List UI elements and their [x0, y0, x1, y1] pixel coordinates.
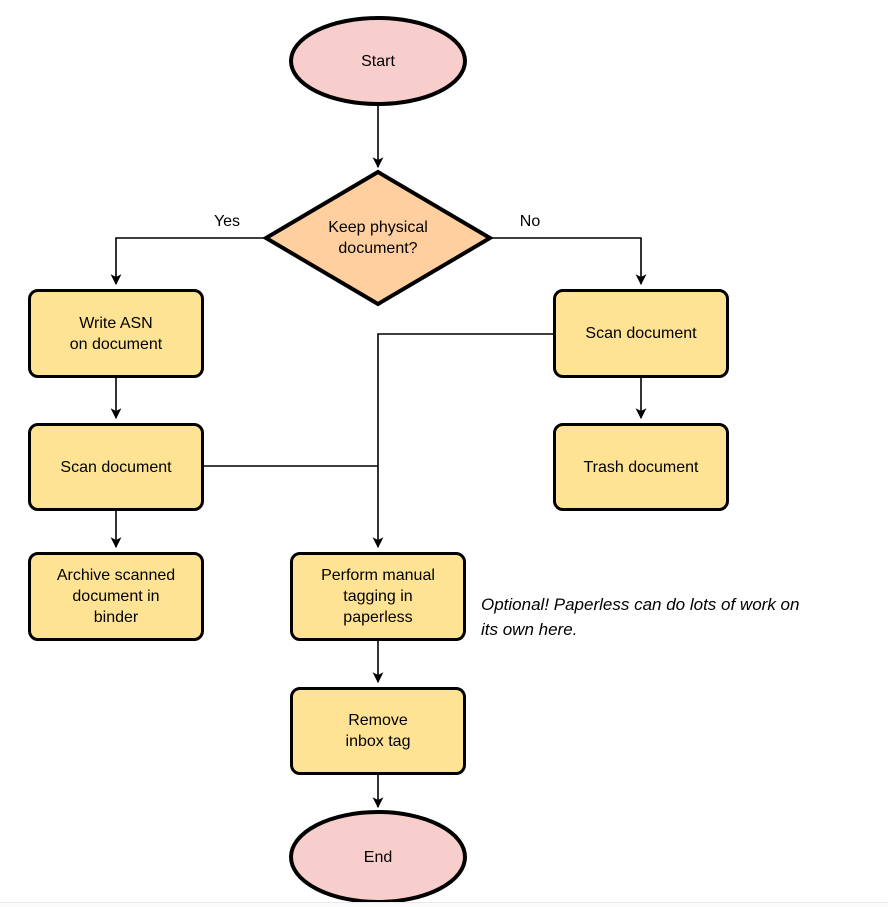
- decision-diamond-shape: [262, 169, 494, 307]
- node-scan-document-left: Scan document: [28, 423, 204, 511]
- edge-scan-right-to-perform-tagging: [372, 333, 553, 549]
- optional-annotation: Optional! Paperless can do lots of work …: [481, 595, 800, 639]
- edge-decision-yes-to-write-asn: [110, 237, 266, 286]
- node-label: Perform manual tagging in paperless: [321, 567, 435, 626]
- end-terminal-shape: [289, 810, 467, 904]
- start-terminal-shape: [289, 16, 467, 106]
- window-bottom-edge: [0, 902, 888, 907]
- node-perform-tagging: Perform manual tagging in paperless: [290, 552, 466, 641]
- no-branch-label: No: [519, 213, 541, 230]
- node-label: Scan document: [60, 458, 172, 476]
- node-label: Archive scanned document in binder: [56, 567, 176, 626]
- node-write-asn: Write ASN on document: [28, 289, 204, 378]
- node-label: Scan document: [585, 325, 697, 342]
- node-archive-scanned: Archive scanned document in binder: [28, 552, 204, 641]
- edge-decision-no-to-scan-right: [490, 237, 647, 286]
- node-trash-document: Trash document: [553, 423, 729, 511]
- node-label: Remove inbox tag: [345, 712, 411, 750]
- node-remove-inbox-tag: Remove inbox tag: [290, 687, 466, 775]
- node-label: Write ASN on document: [69, 314, 163, 353]
- node-scan-document-right: Scan document: [553, 289, 729, 378]
- node-label: Trash document: [583, 458, 699, 476]
- yes-branch-label: Yes: [213, 213, 241, 230]
